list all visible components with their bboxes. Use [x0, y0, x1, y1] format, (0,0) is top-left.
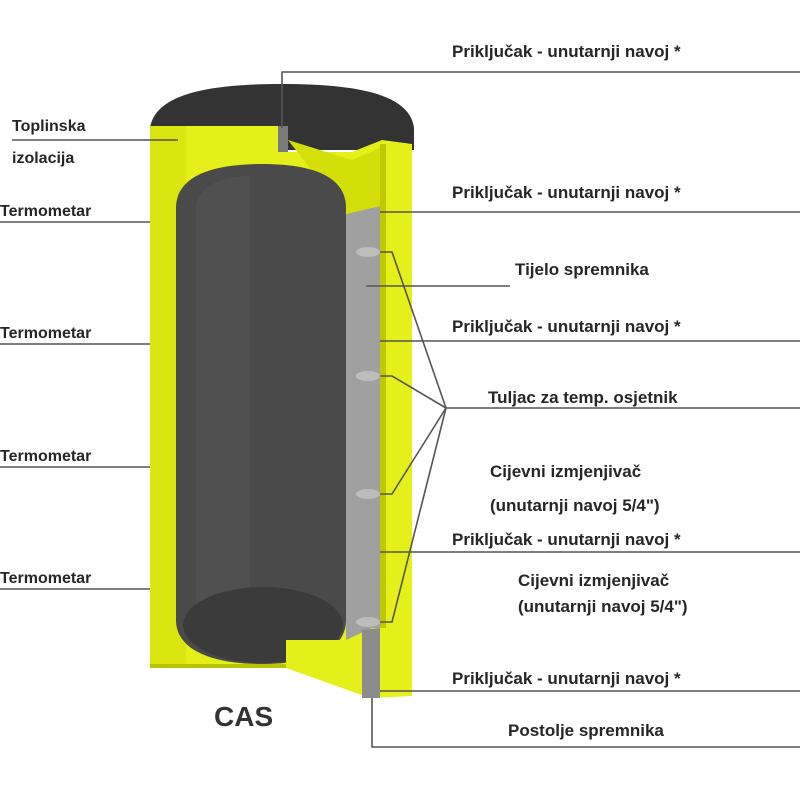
- insulation-cut-strip-edge: [380, 144, 386, 632]
- label-thermometer-2: Termometar: [0, 325, 91, 342]
- leader-sensor-2: [380, 375, 447, 409]
- tank-illustration: [150, 84, 414, 698]
- top-cut-notch: [278, 126, 288, 152]
- label-thermometer-1: Termometar: [0, 203, 91, 220]
- label-insulation-line2: izolacija: [12, 150, 74, 167]
- label-connection-2: Priključak - unutarnji navoj *: [452, 183, 681, 202]
- leader-sensor-1: [380, 251, 447, 409]
- tank-base: [286, 628, 412, 698]
- insulation-cut-strip: [380, 144, 412, 632]
- leader-stand: [371, 698, 800, 748]
- label-heat-exchanger-1-line1: Cijevni izmjenjivač: [490, 462, 641, 481]
- label-connection-3: Priključak - unutarnji navoj *: [452, 317, 681, 336]
- top-cut-face: [288, 140, 380, 214]
- label-heat-exchanger-2-line1: Cijevni izmjenjivač: [518, 571, 669, 590]
- leader-connection-top: [281, 71, 800, 128]
- label-connection-1: Priključak - unutarnji navoj *: [452, 42, 681, 61]
- label-heat-exchanger-1-line2: (unutarnji navoj 5/4"): [490, 496, 660, 515]
- label-thermometer-4: Termometar: [0, 570, 91, 587]
- label-connection-4: Priključak - unutarnji navoj *: [452, 530, 681, 549]
- inner-wall: [346, 206, 380, 640]
- label-tank-stand: Postolje spremnika: [508, 721, 664, 740]
- label-insulation-line1: Toplinska: [12, 118, 86, 135]
- sensor-sleeve-1: [356, 247, 380, 257]
- leader-lines: [0, 71, 800, 748]
- sensor-sleeve-4: [356, 617, 380, 627]
- insulation-bottom-edge: [150, 664, 286, 668]
- sensor-sleeve-2: [356, 371, 380, 381]
- label-tank-body: Tijelo spremnika: [515, 260, 649, 279]
- label-heat-exchanger-2-line2: (unutarnji navoj 5/4"): [518, 597, 688, 616]
- label-sensor-sleeve: Tuljac za temp. osjetnik: [488, 388, 678, 407]
- sensor-sleeve-3: [356, 489, 380, 499]
- label-connection-5: Priključak - unutarnji navoj *: [452, 669, 681, 688]
- tank-base-inner: [362, 628, 380, 698]
- tank-body-highlight: [196, 176, 250, 652]
- labels: Toplinska izolacija Termometar Termometa…: [0, 42, 688, 740]
- label-thermometer-3: Termometar: [0, 448, 91, 465]
- diagram-title: CAS: [214, 701, 273, 732]
- leader-sensor-3: [380, 407, 447, 495]
- leader-sensor-4: [380, 407, 447, 623]
